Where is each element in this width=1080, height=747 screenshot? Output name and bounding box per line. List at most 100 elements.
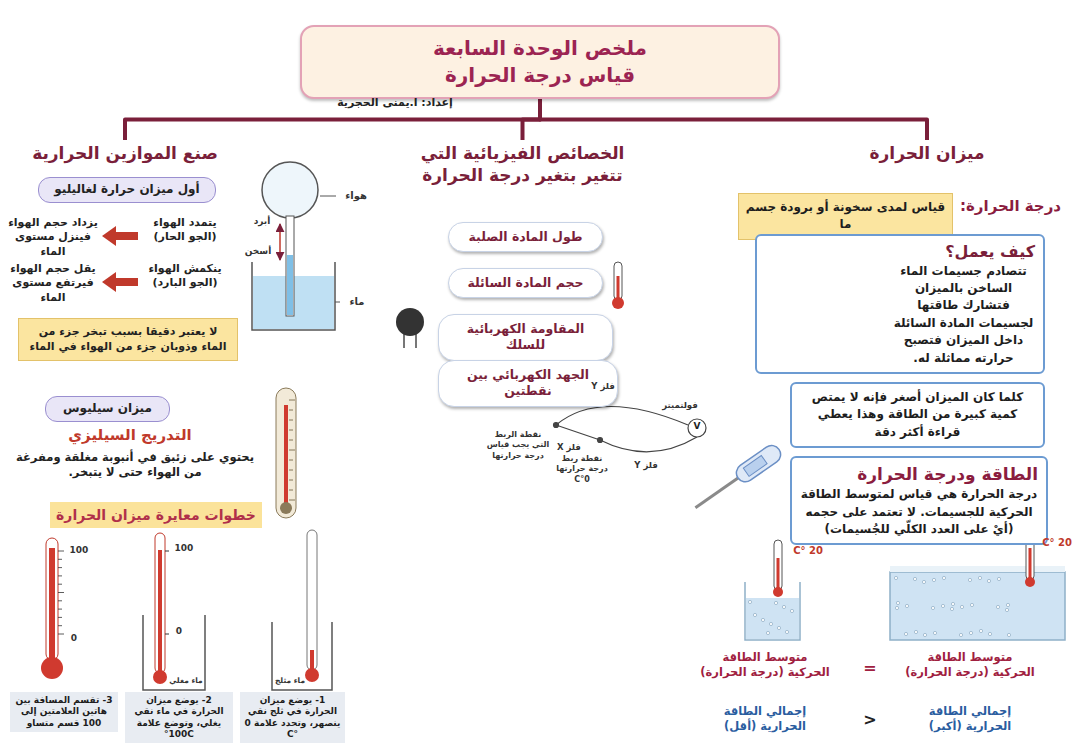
- boiling-water-beaker: [165, 634, 169, 635]
- info-box: كيف يعمل؟تتصادم جسيمات الماء الساخن بالم…: [755, 234, 1045, 374]
- part-label: هواء: [338, 189, 374, 202]
- large-container: [979, 629, 982, 632]
- quantity-label: متوسط الطاقة الحركية (درجة الحرارة): [700, 650, 830, 680]
- node-text: ميزان الحرارة: [866, 142, 988, 164]
- scale-number: 100: [171, 543, 197, 555]
- large-container: [941, 604, 944, 607]
- node-text: المقاومة الكهربائية للسلك: [447, 321, 604, 354]
- step-box: 1- يوضع ميزان الحرارة في ثلج نقي ينصهر، …: [240, 692, 345, 743]
- small-beaker: [785, 630, 788, 633]
- calibration-thermometer: [58, 559, 62, 560]
- galileo-thermometer: [287, 255, 293, 315]
- red-arrow: [102, 226, 116, 246]
- calibration-thermometer: [41, 538, 64, 679]
- large-container: [942, 576, 945, 579]
- process-text: ينكمش الهواء (الجو البارد): [140, 262, 230, 291]
- celsius-thermometer: [289, 450, 295, 451]
- topic-box: ميزان سيليوس: [45, 396, 170, 422]
- node-heading: ملخص الوحدة السابعة: [312, 35, 768, 62]
- scale-number: 100: [66, 545, 92, 557]
- node-text: الخصائص الفيزيائية التي تتغير بتغير درجة…: [409, 142, 636, 186]
- symbol-label: =: [855, 658, 885, 679]
- large-container: [969, 631, 972, 634]
- boiling-water-beaker: [153, 670, 167, 684]
- large-container: [996, 605, 999, 608]
- large-container: [894, 576, 1010, 636]
- boiling-water-beaker: [143, 533, 205, 690]
- celsius-thermometer: [280, 502, 292, 514]
- wire-label: فلز X: [553, 442, 585, 453]
- celsius-thermometer: [289, 500, 295, 501]
- junction-label: نقطة الربط التي يجب قياس درجة حرارتها: [486, 430, 550, 461]
- ice-water-beaker: [310, 650, 314, 670]
- branch-connector: [540, 99, 927, 140]
- definition-box: درجة الحرارة:قياس لمدى سخونة أو برودة جس…: [738, 193, 953, 240]
- meter-symbol: V: [691, 421, 703, 433]
- thermocouple-wires: [600, 437, 697, 452]
- calibration-thermometer: [58, 634, 64, 635]
- meter-label: فولتميتر: [655, 400, 705, 411]
- node-text: 1- يوضع ميزان الحرارة في ثلج نقي ينصهر، …: [244, 695, 341, 740]
- node-text: 2- يوضع ميزان الحرارة في ماء نقي يغلي، و…: [129, 695, 229, 740]
- node-heading: درجة الحرارة:: [960, 197, 1061, 215]
- description-text: يحتوي على زئبق في أنبوبة مغلقة ومفرغة من…: [16, 450, 254, 480]
- calibration-thermometer: [58, 625, 62, 626]
- large-container: [1007, 633, 1010, 636]
- small-beaker: [745, 582, 800, 640]
- ice-water-beaker: [307, 530, 317, 670]
- author-label: إعداد: ا.يمنى الحجرية: [330, 96, 460, 110]
- large-container: [960, 605, 963, 608]
- result-text: يقل حجم الهواء فيرتفع مستوى الماء: [6, 262, 100, 305]
- galileo-thermometer: [335, 302, 340, 303]
- small-beaker: [777, 558, 780, 588]
- large-container: [890, 572, 1065, 640]
- thermocouple-wires: [688, 419, 706, 437]
- node-text: 3- تقسم المسافة بين هاتين العلامتين إلى …: [14, 695, 114, 729]
- info-box: كلما كان الميزان أصغر فإنه لا يمتص كمية …: [790, 382, 1045, 448]
- node-heading: كيف يعمل؟: [892, 241, 1035, 263]
- calibration-thermometer: [58, 584, 62, 585]
- small-beaker: [748, 600, 751, 603]
- small-beaker: [773, 587, 783, 597]
- boiling-water-beaker: [143, 615, 205, 690]
- galileo-thermometer: [286, 216, 294, 316]
- small-beaker: [782, 605, 785, 608]
- node-text: أول ميزان حرارة لغاليليو: [45, 182, 209, 198]
- calibration-thermometer: [58, 609, 62, 610]
- large-container: [978, 576, 981, 579]
- branch-connector: [125, 99, 540, 140]
- quantity-label: إجمالي الطاقة الحرارية (أقل): [700, 704, 830, 734]
- large-container: [923, 633, 926, 636]
- node-text: طول المادة الصلبة: [457, 229, 594, 245]
- node-text: درجة الحرارة هي قياس لمتوسط الطاقة الحرك…: [800, 486, 1038, 538]
- info-box: الطاقة ودرجة الحرارةدرجة الحرارة هي قياس…: [790, 456, 1048, 545]
- celsius-thermometer: [289, 410, 293, 411]
- subheading: التدريج السيليزي: [30, 426, 230, 446]
- celsius-thermometer: [289, 400, 295, 500]
- note-box: لا يعتبر دقيقا بسبب تبخر جزء من الماء وذ…: [18, 318, 238, 361]
- large-container: [997, 577, 1000, 580]
- section-heading: الخصائص الفيزيائية التي تتغير بتغير درجة…: [405, 140, 640, 188]
- property-pill: طول المادة الصلبة: [448, 222, 603, 252]
- thermocouple-wires: [598, 438, 603, 443]
- large-container: [988, 632, 991, 635]
- digital-thermometer: [695, 478, 738, 508]
- calibration-thermometer: [58, 617, 62, 618]
- red-arrow: [102, 272, 116, 292]
- ice-water-beaker: [272, 622, 332, 690]
- digital-thermometer: [733, 442, 784, 485]
- large-container: [968, 578, 971, 581]
- large-container: [959, 633, 962, 636]
- junction-label: نقطة ربط درجة حرارتها 0°C: [553, 454, 611, 485]
- celsius-thermometer: [289, 490, 293, 491]
- small-beaker: [748, 600, 793, 634]
- large-container: [914, 630, 917, 633]
- small-beaker: [774, 540, 782, 590]
- large-container: [931, 606, 934, 609]
- node-text: قياس درجة الحرارة: [312, 62, 768, 89]
- calibration-thermometer: [41, 657, 63, 679]
- thermometer-icon: [617, 276, 620, 300]
- red-arrow: [114, 278, 138, 286]
- thermistor-symbol: [396, 308, 424, 336]
